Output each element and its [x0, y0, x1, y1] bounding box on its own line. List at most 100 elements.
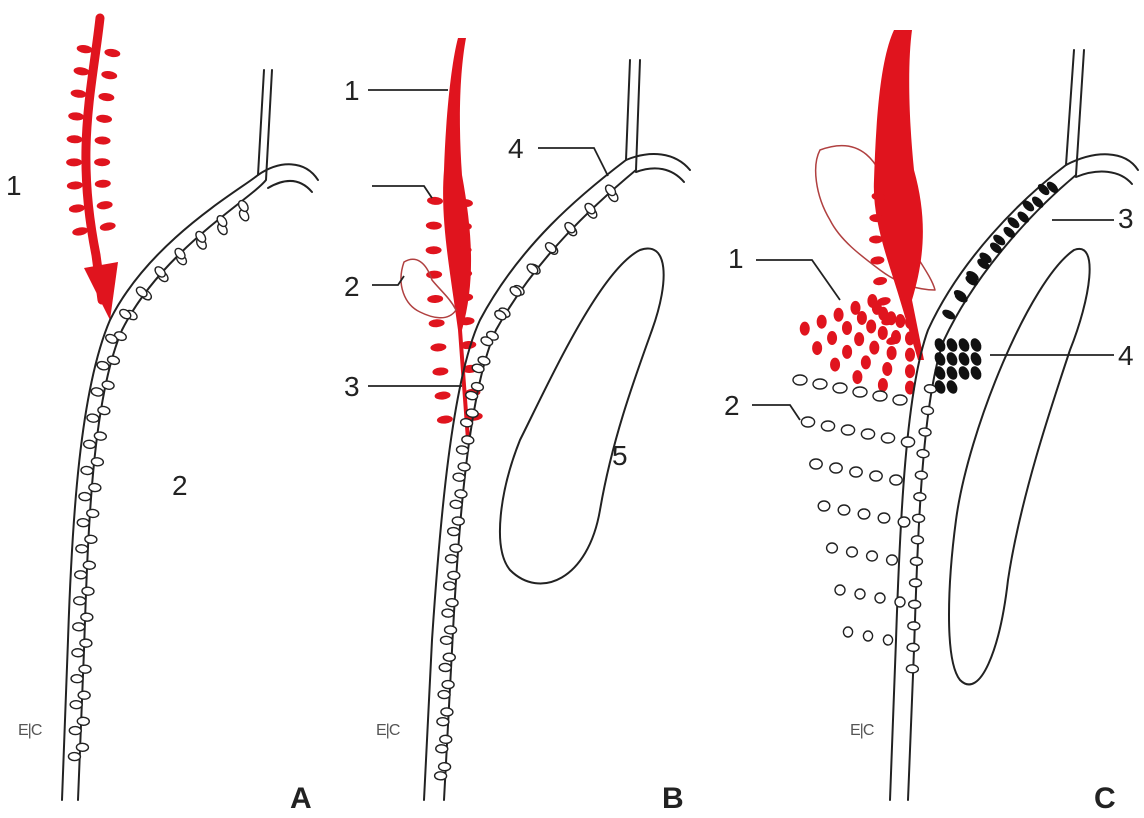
red-cell: [426, 221, 442, 229]
red-cell: [427, 295, 443, 304]
red-cell: [834, 308, 844, 322]
dark-cell: [945, 337, 960, 354]
fan-cell: [858, 509, 870, 519]
red-cell: [905, 331, 915, 345]
red-cell: [98, 92, 115, 102]
fan-cell: [818, 501, 830, 511]
panel-b-emc: E|C: [376, 722, 400, 739]
fan-cell: [861, 429, 874, 439]
red-cell: [827, 331, 837, 345]
fan-cell: [810, 459, 822, 469]
epithelial-cell: [86, 413, 99, 423]
red-cell: [887, 346, 897, 360]
fan-cell: [838, 505, 850, 515]
red-cell: [68, 112, 85, 121]
panel-c-leader-2: [752, 405, 800, 420]
red-cell: [905, 364, 915, 378]
epithelial-cell: [907, 643, 919, 651]
red-cell: [830, 358, 840, 372]
fan-cell: [875, 593, 885, 603]
panel-c-mucosa-outer: [908, 50, 1084, 800]
red-cell: [94, 158, 110, 166]
panel-b: 1 4 2 3 5 E|C B: [344, 38, 690, 815]
panel-b-branch-bottom: [636, 168, 684, 182]
dark-cell: [969, 365, 984, 382]
dark-cell: [957, 365, 972, 382]
epithelial-cell: [919, 427, 932, 436]
fan-cell: [893, 395, 907, 405]
panel-c-label-1: 1: [728, 243, 744, 274]
red-cell: [426, 246, 442, 254]
epithelial-cell: [81, 613, 93, 621]
red-cell: [66, 135, 82, 144]
red-cell: [842, 345, 852, 359]
epithelial-cell: [447, 527, 460, 536]
panel-b-label-4: 4: [508, 133, 524, 164]
epithelial-cell: [70, 700, 82, 708]
fan-cell: [833, 383, 847, 393]
panel-a-emc: E|C: [18, 722, 42, 739]
epithelial-cell: [452, 516, 465, 525]
panel-b-leader-2: [372, 276, 404, 285]
epithelial-cell: [79, 492, 92, 501]
panel-b-structure-5: [500, 248, 664, 583]
epithelial-cell: [456, 445, 469, 455]
fan-cell: [895, 597, 905, 607]
fan-cell: [855, 589, 865, 599]
fan-cell: [847, 547, 858, 557]
epithelial-cell: [440, 735, 452, 744]
panel-a-label-2: 2: [172, 470, 188, 501]
fan-cell: [887, 555, 898, 565]
panel-a-mucosa-inner: [62, 70, 264, 800]
panel-c-label-4: 4: [1118, 340, 1134, 371]
epithelial-cell: [83, 440, 96, 449]
epithelial-cell: [441, 708, 453, 717]
red-cell: [905, 315, 915, 329]
red-cell: [866, 319, 876, 333]
red-cell: [861, 355, 871, 369]
panel-b-label-5: 5: [612, 440, 628, 471]
fan-cell: [881, 433, 894, 443]
panel-c-label-3: 3: [1118, 203, 1134, 234]
epithelial-cell: [237, 199, 250, 213]
epithelial-cell: [69, 726, 81, 734]
panel-a-letter: A: [290, 782, 312, 815]
fan-cell: [853, 387, 867, 397]
red-cell: [99, 221, 116, 232]
epithelial-cell: [461, 435, 474, 445]
epithelial-cell: [444, 626, 456, 635]
panel-b-label-1: 1: [344, 75, 360, 106]
panel-b-leader-1b: [372, 186, 432, 198]
epithelial-cell: [80, 639, 92, 647]
red-cell: [427, 196, 444, 205]
epithelial-cell: [906, 665, 918, 673]
epithelial-cell: [82, 587, 94, 596]
fan-cell: [843, 627, 852, 637]
panel-a-arrowhead: [84, 262, 118, 320]
epithelial-cell: [91, 457, 104, 466]
epithelial-cell: [439, 663, 451, 672]
epithelial-cell: [440, 636, 452, 645]
epithelial-cell: [71, 675, 83, 683]
red-cell: [432, 367, 449, 376]
epithelial-cell: [458, 462, 471, 471]
panel-c: 3 1 4 2 E|C C: [724, 30, 1138, 815]
panel-c-label-2: 2: [724, 390, 740, 421]
red-cell: [104, 48, 121, 58]
fan-cell: [878, 513, 890, 523]
epithelial-cell: [445, 554, 458, 563]
epithelial-cell: [911, 536, 923, 545]
panel-b-letter: B: [662, 782, 684, 815]
epithelial-cell: [89, 483, 102, 492]
epithelial-cell: [908, 622, 920, 630]
epithelial-cell: [434, 772, 446, 781]
epithelial-cell: [75, 571, 87, 579]
fan-cell: [890, 475, 902, 485]
red-cell: [72, 226, 89, 237]
red-cell: [96, 200, 113, 210]
fan-cell: [850, 467, 862, 477]
panel-a-branch-bottom: [268, 181, 312, 192]
epithelial-cell: [910, 557, 922, 566]
panel-c-leader-1: [756, 260, 840, 300]
